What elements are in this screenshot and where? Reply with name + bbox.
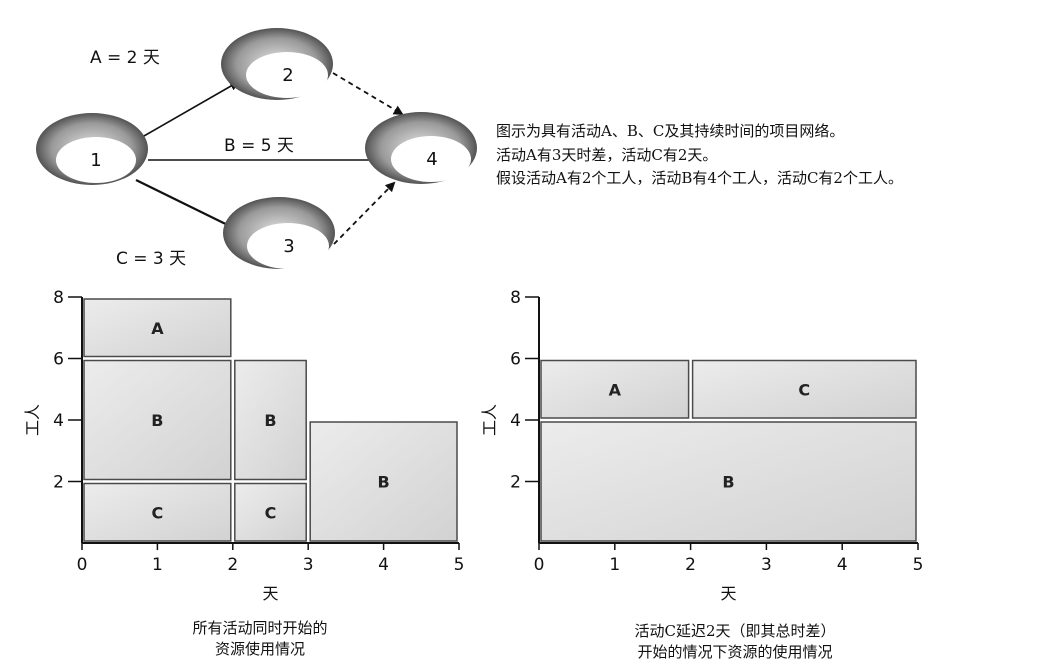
node-2: 2 — [221, 28, 333, 100]
node-3-label: 3 — [283, 236, 294, 257]
block-label: A — [151, 319, 164, 338]
node-4-label: 4 — [426, 149, 437, 170]
y-tick-label: 2 — [53, 473, 64, 493]
edge-c-label: C = 3 天 — [116, 249, 186, 269]
block-b-1 — [83, 359, 232, 481]
x-tick-label: 1 — [609, 555, 620, 575]
block-label: C — [265, 503, 277, 522]
block-b-0 — [540, 421, 917, 542]
node-1: 1 — [36, 113, 148, 185]
y-tick-label: 2 — [510, 473, 521, 493]
right-caption-line-2: 开始的情况下资源的使用情况 — [637, 643, 833, 661]
block-label: A — [609, 380, 622, 399]
edge-b-label: B = 5 天 — [224, 136, 294, 156]
y-tick-label: 6 — [510, 350, 521, 370]
x-tick-label: 4 — [378, 555, 389, 575]
block-label: B — [151, 411, 163, 430]
x-tick-label: 0 — [77, 555, 88, 575]
block-b-5 — [309, 421, 458, 542]
right-caption-line-1: 活动C延迟2天（即其总时差） — [634, 622, 836, 640]
y-axis-title: 工人 — [480, 404, 499, 436]
block-label: B — [377, 473, 389, 492]
x-axis-title: 天 — [720, 584, 736, 603]
y-tick-label: 8 — [510, 288, 521, 308]
x-tick-label: 5 — [454, 555, 465, 575]
left-caption-line-1: 所有活动同时开始的 — [192, 619, 328, 637]
block-c-0 — [83, 482, 232, 542]
block-c-2 — [691, 359, 917, 419]
x-tick-label: 3 — [303, 555, 314, 575]
block-a-2 — [83, 298, 232, 358]
block-a-1 — [540, 359, 690, 419]
block-label: C — [152, 503, 164, 522]
node-4: 4 — [365, 112, 477, 184]
block-b-4 — [234, 359, 307, 481]
y-tick-label: 4 — [510, 411, 521, 431]
edge-2-4-dashed — [332, 72, 404, 116]
x-tick-label: 4 — [837, 555, 848, 575]
y-tick-label: 6 — [53, 350, 64, 370]
edge-a-label: A = 2 天 — [90, 48, 160, 68]
x-tick-label: 2 — [227, 555, 238, 575]
block-label: C — [798, 380, 810, 399]
x-tick-label: 1 — [152, 555, 163, 575]
left-caption-line-2: 资源使用情况 — [214, 640, 305, 658]
edge-1-2 — [136, 81, 240, 141]
y-axis-title: 工人 — [23, 404, 42, 436]
x-tick-label: 5 — [913, 555, 924, 575]
description-line-1: 图示为具有活动A、B、C及其持续时间的项目网络。 — [496, 122, 845, 140]
node-2-label: 2 — [282, 65, 293, 86]
block-c-3 — [234, 482, 307, 542]
node-1-label: 1 — [90, 150, 101, 171]
y-tick-label: 8 — [53, 288, 64, 308]
block-label: B — [264, 411, 276, 430]
x-axis-title: 天 — [262, 584, 278, 603]
x-tick-label: 0 — [534, 555, 545, 575]
x-tick-label: 2 — [685, 555, 696, 575]
description-line-3: 假设活动A有2个工人，活动B有4个工人，活动C有2个工人。 — [496, 169, 903, 187]
x-tick-label: 3 — [761, 555, 772, 575]
block-label: B — [722, 473, 734, 492]
description-line-2: 活动A有3天时差，活动C有2天。 — [496, 146, 718, 164]
node-3: 3 — [223, 197, 335, 269]
y-tick-label: 4 — [53, 411, 64, 431]
